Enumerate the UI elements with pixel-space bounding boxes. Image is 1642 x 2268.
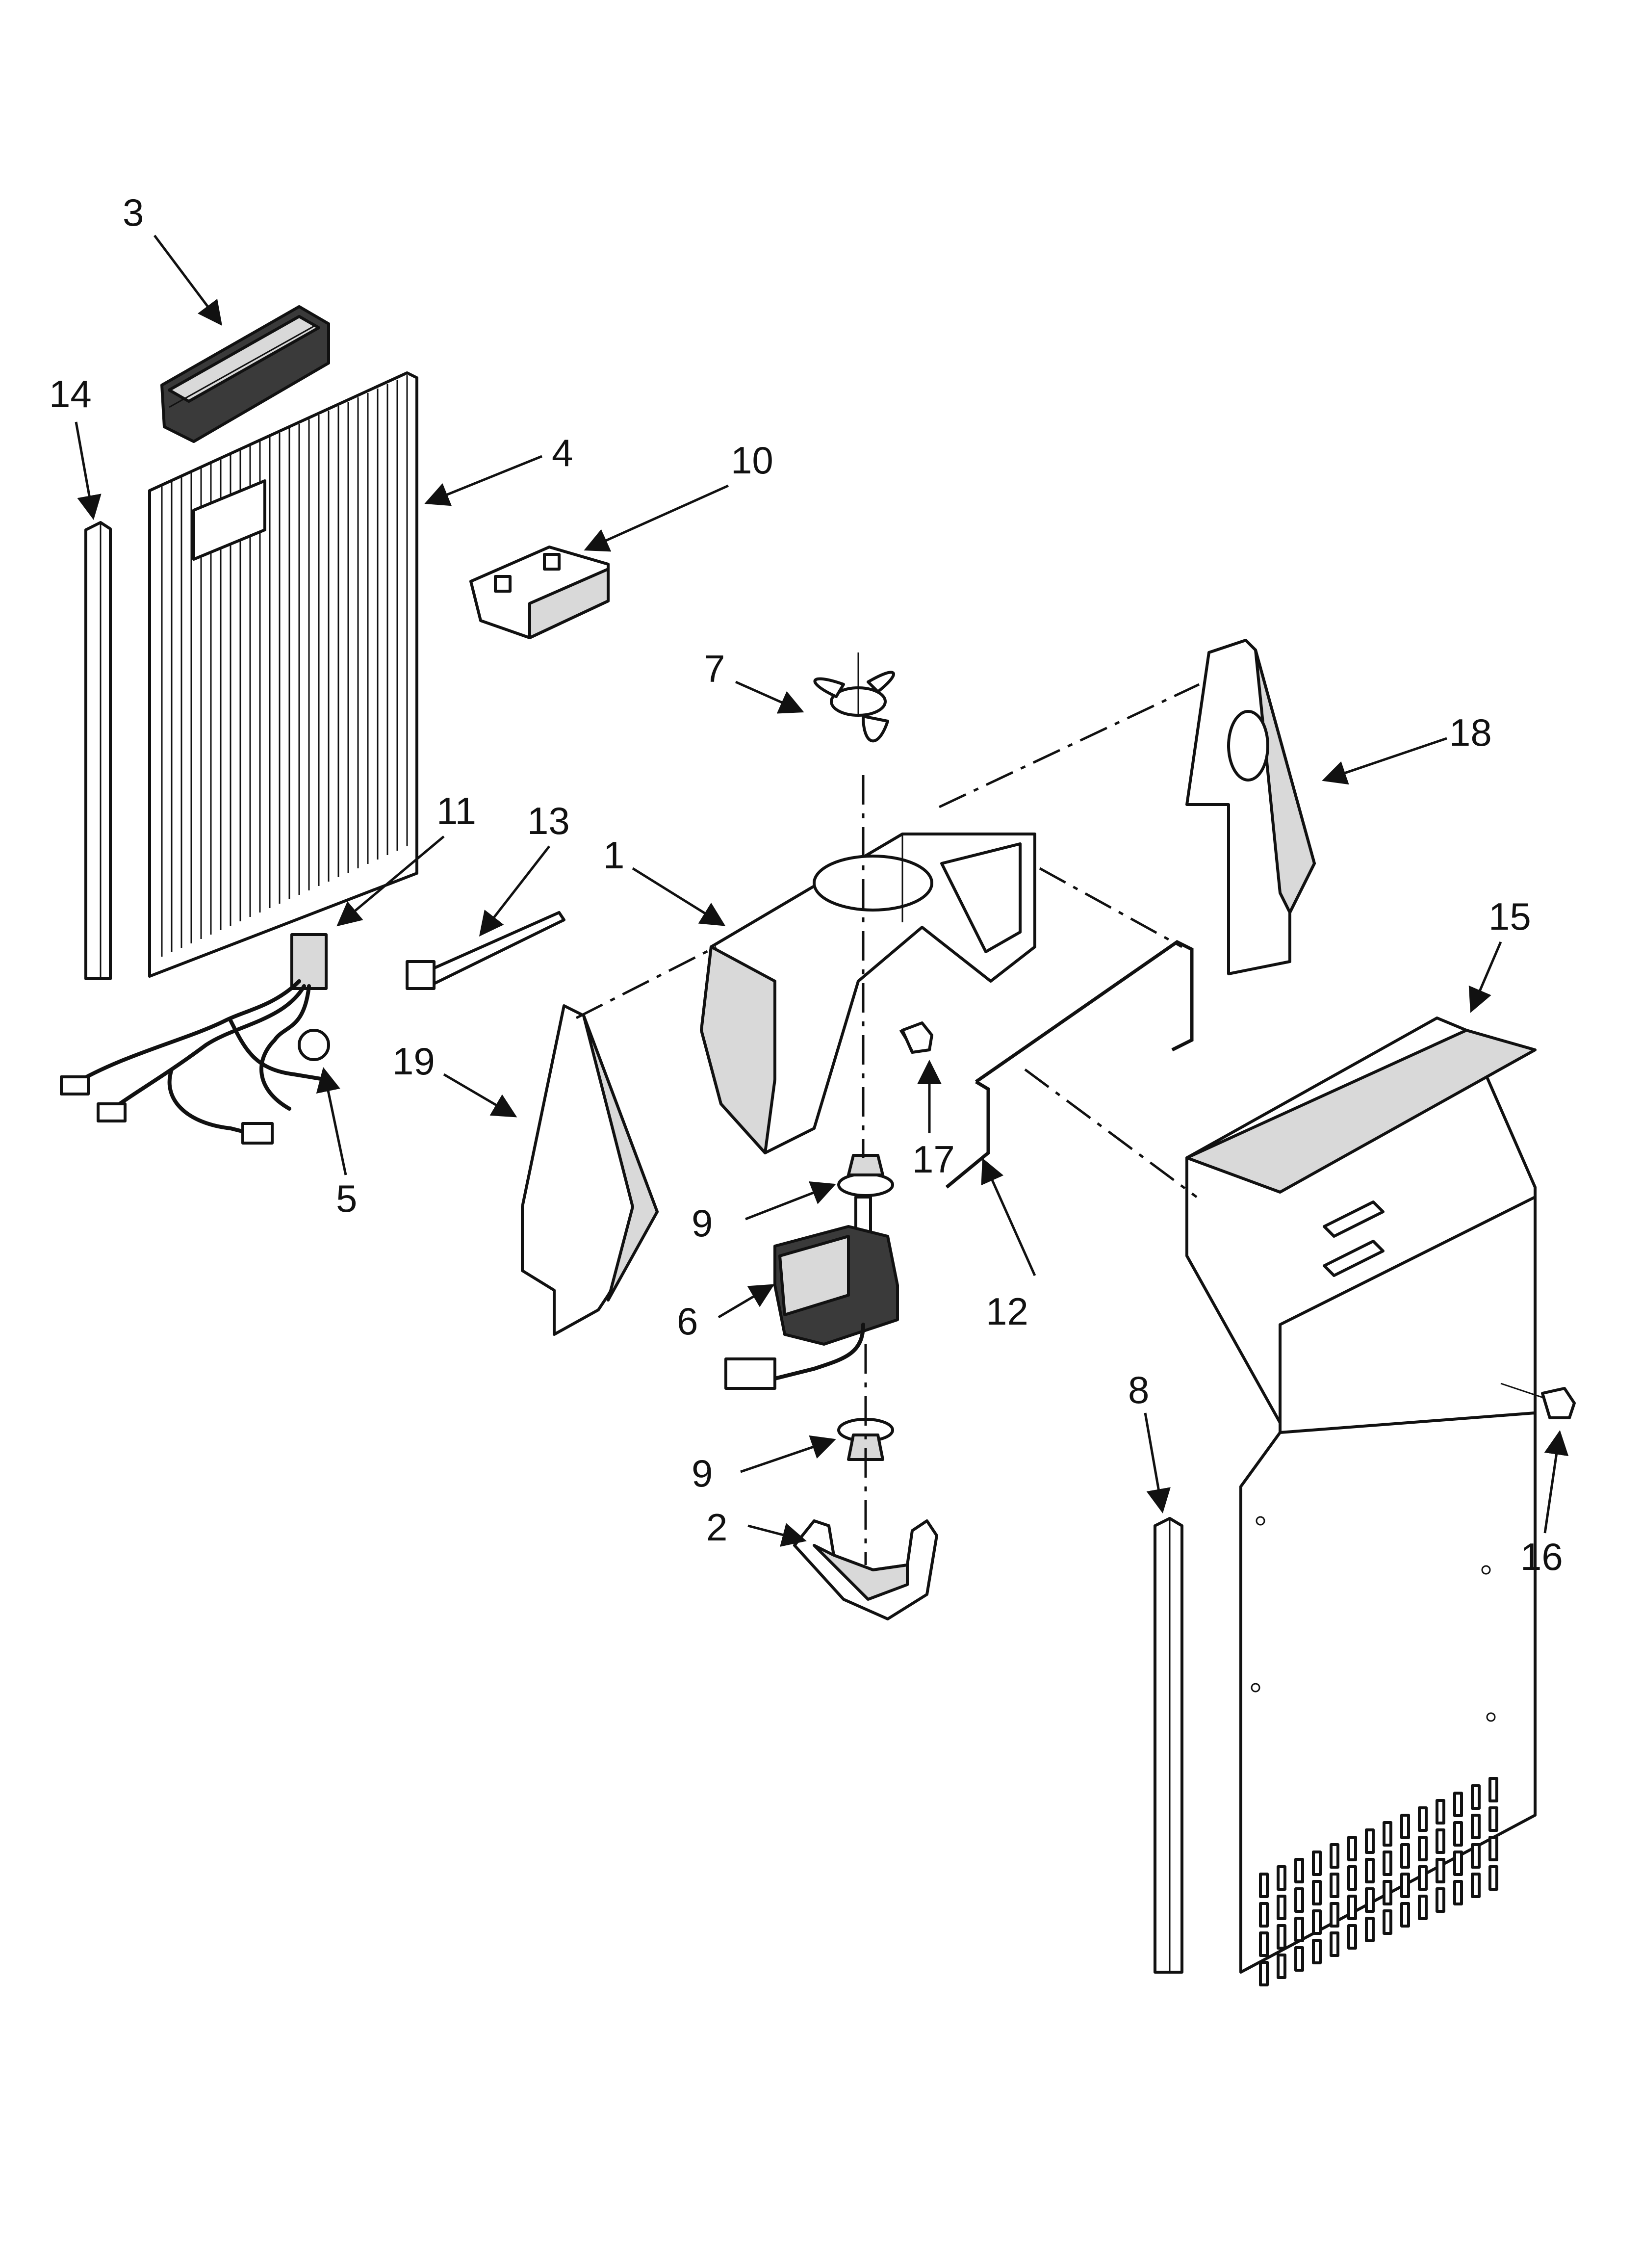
callout-17: 17 [912,1138,955,1181]
vent-slot [1400,1873,1410,1898]
callout-1: 1 [603,834,624,877]
vent-slot [1294,1946,1304,1972]
part-9-grommet-upper [837,1154,894,1197]
part-12-wire [945,939,1194,1189]
part-15-panel [1185,1017,1537,1986]
vent-slot [1418,1806,1428,1832]
part-10-bracket [469,546,610,639]
vent-slot [1330,1902,1339,1928]
motor-icon [724,1196,899,1390]
callout-5: 5 [336,1177,357,1220]
vent-slot [1400,1843,1410,1869]
callout-18: 18 [1449,711,1492,754]
vent-slot [1453,1851,1463,1876]
vent-slot [1436,1887,1445,1913]
vent-slot [1312,1851,1322,1876]
vent-slot [1383,1851,1392,1876]
callout-7: 7 [704,647,725,690]
vent-slot [1471,1843,1481,1869]
vent-slot [1471,1873,1481,1898]
vent-slot [1488,1836,1498,1861]
vent-slot [1488,1777,1498,1802]
vent-slot [1294,1887,1304,1913]
leader-lines [75,235,1569,1547]
vent-slot [1400,1814,1410,1839]
vent-slot [1277,1954,1286,1979]
callout-3: 3 [123,191,144,234]
vent-slot [1347,1865,1357,1891]
vent-slot [1294,1917,1304,1942]
part-2-bracket [793,1519,938,1620]
vent-slot [1418,1865,1428,1891]
vent-slot [1453,1821,1463,1847]
vent-slot [1312,1880,1322,1905]
vent-slot [1259,1961,1269,1986]
wire-harness-icon [60,933,330,1145]
vent-slot [1471,1784,1481,1810]
vent-slot [1436,1828,1445,1854]
vent-slot [1330,1873,1339,1898]
part-18-panel [1185,639,1316,975]
vent-slot [1471,1814,1481,1839]
vent-slot [1347,1924,1357,1950]
vent-slot [1436,1858,1445,1883]
callout-11: 11 [436,789,476,833]
assembly-lines [575,683,1200,1565]
part-1-housing [700,833,1036,1154]
vent-slot [1436,1799,1445,1825]
vent-slot [1330,1931,1339,1957]
vent-slot [1418,1895,1428,1920]
part-8-strip [1154,1517,1183,1974]
callout-6: 6 [677,1300,698,1343]
vent-slot [1312,1939,1322,1964]
vent-slot [1259,1902,1269,1928]
vent-slot [1259,1873,1269,1898]
callout-4: 4 [552,431,573,474]
vent-slot [1488,1865,1498,1891]
vent-slot [1277,1865,1286,1891]
callout-8: 8 [1128,1368,1149,1411]
part-13-cable-tie [406,911,565,990]
callout-labels: 3 14 4 10 7 18 11 13 1 15 19 5 17 9 6 12… [49,191,1563,1578]
part-3-cover [160,305,330,443]
part-17-screw [899,1021,933,1054]
vent-slot [1347,1836,1357,1861]
callout-14: 14 [49,372,92,416]
vent-slot [1383,1880,1392,1905]
callout-19: 19 [392,1040,435,1083]
vent-slot [1312,1909,1322,1935]
callout-16: 16 [1520,1535,1563,1578]
vent-slot [1259,1931,1269,1957]
vent-slot [1488,1806,1498,1832]
vent-slot [1294,1858,1304,1883]
vent-slot [1453,1792,1463,1817]
vent-slot [1383,1821,1392,1847]
callout-9-upper: 9 [692,1201,713,1245]
part-14-strip [84,521,112,980]
vent-slot [1365,1917,1375,1942]
callout-15: 15 [1488,895,1531,938]
screw-icon [1500,1382,1576,1419]
callout-10: 10 [731,439,773,482]
part-19-panel [521,1004,659,1336]
vent-slot [1400,1902,1410,1928]
vent-slot [1418,1836,1428,1861]
fan-blade-icon [813,652,895,743]
vent-slot [1277,1924,1286,1950]
callout-12: 12 [986,1290,1028,1333]
vent-slot [1277,1895,1286,1920]
part-4-panel [148,371,418,978]
vent-slot [1347,1895,1357,1920]
vent-slot [1453,1880,1463,1905]
callout-2: 2 [706,1506,727,1549]
vent-slot [1365,1887,1375,1913]
callout-13: 13 [527,799,570,842]
vent-slot [1330,1843,1339,1869]
vent-slot [1365,1858,1375,1883]
vent-slot [1365,1828,1375,1854]
vent-slot [1383,1909,1392,1935]
callout-9-lower: 9 [692,1452,713,1495]
